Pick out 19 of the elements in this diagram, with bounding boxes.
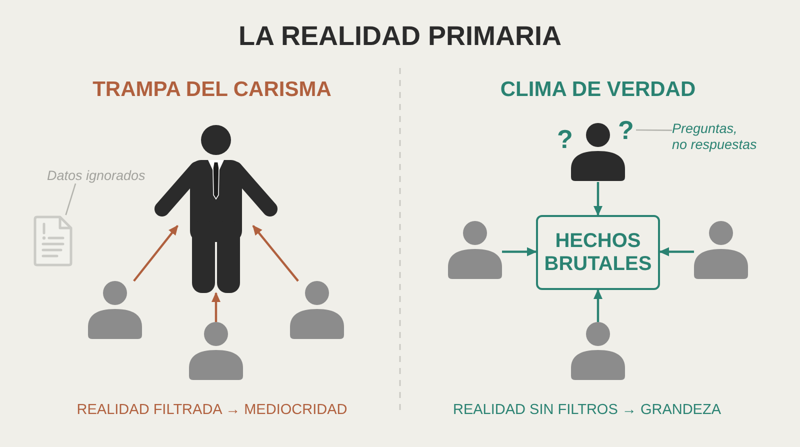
arrow bbox=[594, 182, 602, 216]
leader-line bbox=[636, 129, 672, 131]
panel-heading: TRAMPA DEL CARISMA bbox=[92, 78, 332, 102]
callout-label: Preguntas, no respuestas bbox=[672, 121, 757, 152]
question-mark: ? bbox=[618, 117, 634, 143]
concept-box: HECHOS BRUTALES bbox=[536, 215, 660, 290]
panel-heading: CLIMA DE VERDAD bbox=[500, 78, 696, 102]
question-mark: ? bbox=[557, 126, 573, 152]
callout-label: Datos ignorados bbox=[47, 168, 146, 184]
arrow bbox=[659, 247, 694, 256]
conclusion-text: REALIDAD FILTRADA → MEDIOCRIDAD bbox=[76, 402, 348, 419]
diagram-title: LA REALIDAD PRIMARIA bbox=[238, 21, 562, 52]
arrow bbox=[212, 292, 220, 322]
leader-line bbox=[65, 183, 76, 216]
arrow bbox=[594, 289, 602, 322]
arrow bbox=[133, 225, 178, 282]
arrow bbox=[252, 225, 299, 282]
arrow bbox=[502, 247, 537, 256]
conclusion-text: REALIDAD SIN FILTROS → GRANDEZA bbox=[452, 402, 722, 419]
